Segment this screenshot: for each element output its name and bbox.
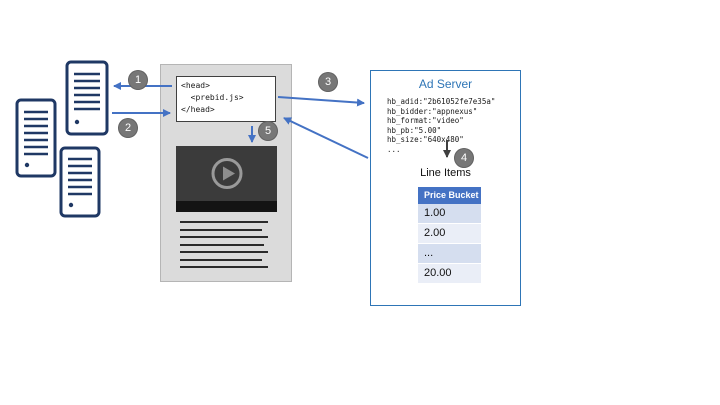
page-text-placeholder: [180, 221, 268, 274]
server-icon: [58, 146, 102, 218]
text-line: [180, 251, 268, 253]
param-line: hb_bidder:"appnexus": [387, 106, 478, 116]
text-line: [180, 236, 268, 238]
step-badge-5: 5: [258, 121, 278, 141]
code-line: </head>: [181, 105, 215, 114]
param-line: hb_size:"640x480": [387, 135, 464, 144]
param-line: hb_format:"video": [387, 116, 464, 125]
video-player: [176, 146, 277, 212]
table-header: Price Bucket: [418, 187, 481, 204]
table-row: 1.00: [418, 204, 481, 224]
text-line: [180, 243, 264, 246]
step-badge-4: 4: [454, 148, 474, 168]
line-items-label: Line Items: [420, 167, 471, 179]
server-icon: [14, 98, 58, 178]
code-snippet: <head> <prebid.js> </head>: [176, 76, 276, 122]
step-badge-1: 1: [128, 70, 148, 90]
step-badge-2: 2: [118, 118, 138, 138]
table-row: 2.00: [418, 224, 481, 244]
param-line: hb_pb:"5.00": [387, 125, 442, 135]
step-badge-3: 3: [318, 72, 338, 92]
text-line: [180, 266, 268, 268]
play-icon[interactable]: [210, 157, 244, 196]
code-line: <head>: [181, 81, 210, 90]
text-line: [180, 258, 262, 261]
targeting-params: hb_adid:"2b61052fe7e35a" hb_bidder:"appn…: [387, 97, 520, 154]
arrow-ad-response: [283, 117, 369, 159]
table-row: 20.00: [418, 264, 481, 284]
code-line: <prebid.js>: [181, 93, 244, 102]
param-line: ...: [387, 144, 401, 154]
table-row: ...: [418, 244, 481, 264]
param-line: hb_adid:"2b61052fe7e35a": [387, 97, 496, 106]
video-controls-bar[interactable]: [176, 201, 277, 212]
text-line: [180, 221, 268, 223]
ad-server-title: Ad Server: [418, 77, 473, 91]
ad-server-panel: Ad Server hb_adid:"2b61052fe7e35a" hb_bi…: [370, 70, 521, 306]
server-icon: [64, 60, 110, 136]
price-bucket-table: Price Bucket 1.00 2.00 ... 20.00: [418, 187, 481, 284]
text-line: [180, 228, 262, 231]
